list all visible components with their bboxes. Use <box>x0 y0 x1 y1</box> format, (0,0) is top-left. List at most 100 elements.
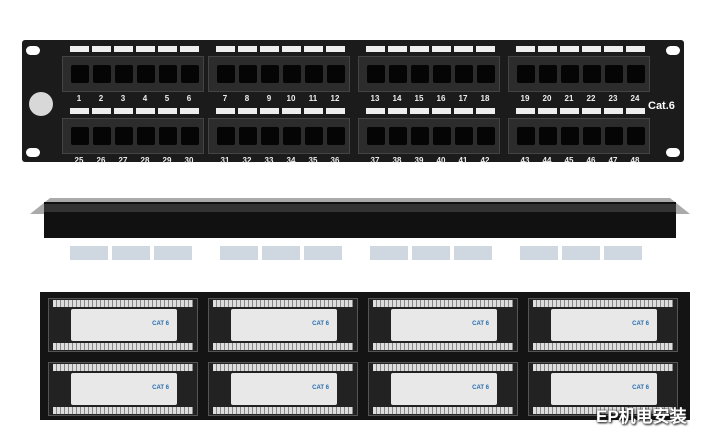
port-number: 30 <box>184 156 194 165</box>
port-number: 19 <box>520 94 530 103</box>
idc-block <box>412 246 450 260</box>
rj45-port <box>455 127 473 145</box>
port-number: 3 <box>120 94 126 103</box>
port-label-strip <box>158 46 177 52</box>
port-label-strip <box>432 108 451 114</box>
category-label: Cat.6 <box>648 100 675 112</box>
port-label-strip <box>560 108 579 114</box>
port-label-strip <box>366 108 385 114</box>
port-label-strip <box>388 108 407 114</box>
port-label-strip <box>282 108 301 114</box>
port-label-strip <box>388 46 407 52</box>
port-number: 48 <box>630 156 640 165</box>
port-label-strip <box>410 108 429 114</box>
idc-blocks <box>70 246 642 260</box>
rj45-port <box>239 127 257 145</box>
port-number: 44 <box>542 156 552 165</box>
port-label-strip <box>538 46 557 52</box>
port-group <box>62 56 204 92</box>
port-label-strip <box>136 108 155 114</box>
port-number: 39 <box>414 156 424 165</box>
port-number: 22 <box>586 94 596 103</box>
rj45-port <box>389 65 407 83</box>
port-number: 37 <box>370 156 380 165</box>
rj45-port <box>137 65 155 83</box>
port-number: 13 <box>370 94 380 103</box>
punchdown-module: CAT 6 <box>368 298 518 352</box>
rj45-port <box>93 127 111 145</box>
module-category-label: CAT 6 <box>152 321 169 327</box>
rj45-port <box>305 65 323 83</box>
idc-strip <box>213 300 353 307</box>
port-label-strip <box>114 108 133 114</box>
port-group <box>208 118 350 154</box>
rj45-port <box>433 127 451 145</box>
port-number: 33 <box>264 156 274 165</box>
idc-block <box>604 246 642 260</box>
punchdown-module: CAT 6 <box>368 362 518 416</box>
port-label-strip <box>454 108 473 114</box>
rj45-port <box>71 127 89 145</box>
wiring-label-card: CAT 6 <box>231 309 337 341</box>
port-number: 11 <box>308 94 318 103</box>
idc-strip <box>53 343 193 350</box>
rj45-port <box>327 127 345 145</box>
port-label-strip <box>180 46 199 52</box>
port-label-strip <box>560 46 579 52</box>
port-number: 21 <box>564 94 574 103</box>
port-number: 6 <box>186 94 192 103</box>
idc-block <box>520 246 558 260</box>
wiring-label-card: CAT 6 <box>391 373 497 405</box>
port-number: 17 <box>458 94 468 103</box>
idc-strip <box>533 364 673 371</box>
rj45-port <box>305 127 323 145</box>
idc-strip <box>53 407 193 414</box>
wiring-label-card: CAT 6 <box>71 309 177 341</box>
module-category-label: CAT 6 <box>152 385 169 391</box>
port-number: 34 <box>286 156 296 165</box>
idc-strip <box>53 300 193 307</box>
rj45-port <box>283 65 301 83</box>
port-label-strip <box>516 46 535 52</box>
port-number: 29 <box>162 156 172 165</box>
port-number: 24 <box>630 94 640 103</box>
port-label-strip <box>70 46 89 52</box>
rj45-port <box>239 65 257 83</box>
module-category-label: CAT 6 <box>632 385 649 391</box>
port-label-strip <box>282 46 301 52</box>
port-label-strip <box>260 108 279 114</box>
rj45-port <box>115 65 133 83</box>
idc-strip <box>373 300 513 307</box>
port-label-strip <box>626 108 645 114</box>
port-label-strip <box>158 108 177 114</box>
port-label-strip <box>92 108 111 114</box>
rj45-port <box>561 65 579 83</box>
port-label-strip <box>454 46 473 52</box>
port-label-strip <box>582 108 601 114</box>
idc-block <box>112 246 150 260</box>
port-label-strip <box>410 46 429 52</box>
punchdown-module: CAT 6 <box>528 298 678 352</box>
rj45-port <box>539 65 557 83</box>
idc-block <box>454 246 492 260</box>
port-label-strip <box>366 46 385 52</box>
port-number: 14 <box>392 94 402 103</box>
idc-block <box>220 246 258 260</box>
rj45-port <box>605 65 623 83</box>
wiring-label-card: CAT 6 <box>551 309 657 341</box>
port-label-strip <box>604 46 623 52</box>
mount-hole <box>666 148 680 157</box>
rj45-port <box>517 127 535 145</box>
idc-block <box>370 246 408 260</box>
port-label-strip <box>626 46 645 52</box>
port-label-strip <box>216 108 235 114</box>
rj45-port <box>561 127 579 145</box>
port-label-strip <box>432 46 451 52</box>
rj45-port <box>261 127 279 145</box>
port-label-strip <box>476 108 495 114</box>
port-number: 41 <box>458 156 468 165</box>
punchdown-module: CAT 6 <box>48 362 198 416</box>
port-label-strip <box>516 108 535 114</box>
punchdown-module: CAT 6 <box>48 298 198 352</box>
